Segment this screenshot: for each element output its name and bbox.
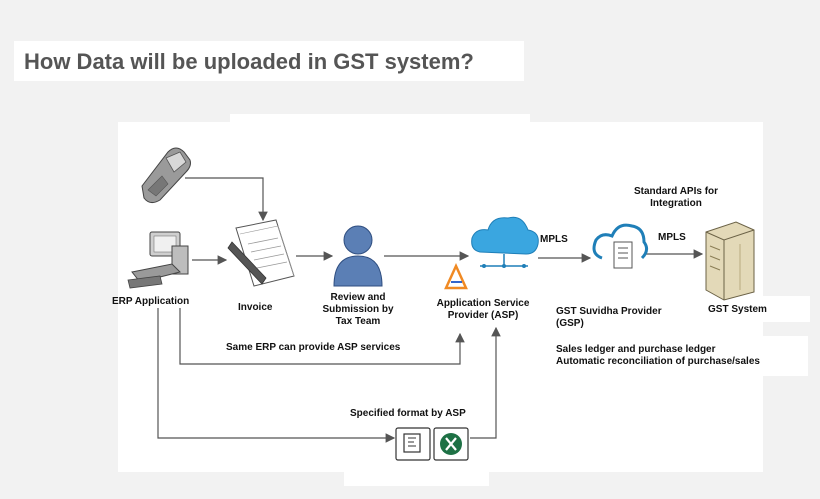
edge-phone-to-invoice [185,177,268,222]
panel-extension [760,336,808,376]
mobile-phone-icon [141,147,191,204]
mpls-label-1: MPLS [540,234,568,245]
panel-extension [344,468,489,486]
server-cabinet-icon [705,221,755,301]
ledger-note-line2: Automatic reconciliation of purchase/sal… [556,356,760,367]
diagram-panel [118,122,763,472]
panel-extension [230,114,530,124]
gst-system-label: GST System [708,304,767,315]
invoice-document-icon [227,219,295,287]
asp-logo-icon [444,262,468,290]
pdf-file-icon [395,427,431,461]
erp-application-label: ERP Application [112,296,190,307]
same-erp-label: Same ERP can provide ASP services [226,342,401,353]
desktop-computer-icon [127,231,189,289]
asp-label: Application Service Provider (ASP) [436,298,530,321]
cloud-network-icon [471,216,539,268]
edge-erp-format-to-asp [157,308,501,443]
invoice-label: Invoice [238,302,273,313]
cloud-server-icon [592,223,649,269]
ledger-note-line1: Sales ledger and purchase ledger [556,344,716,355]
standard-apis-label: Standard APIs for Integration [633,186,719,209]
panel-extension [760,296,810,322]
edge-erp-direct-to-asp [179,308,465,365]
review-label: Review and Submission by Tax Team [322,292,394,327]
page-title: How Data will be uploaded in GST system? [14,41,524,81]
gsp-label: GST Suvidha Provider (GSP) [556,306,662,329]
mpls-label-2: MPLS [658,232,686,243]
excel-file-icon [433,427,469,461]
person-icon [333,225,383,287]
specified-format-label: Specified format by ASP [350,408,466,419]
